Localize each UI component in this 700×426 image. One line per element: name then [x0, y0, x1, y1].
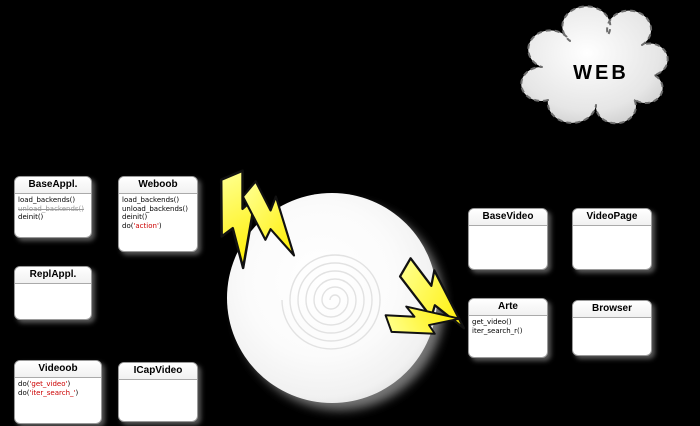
method-line: do('action') — [122, 221, 162, 230]
class-box-videoob: Videoob do('get_video') do('iter_search_… — [14, 360, 102, 424]
class-title-baseappl: BaseAppl. — [15, 177, 91, 194]
method-line: unload_backends() — [18, 204, 85, 213]
class-title-replappl: ReplAppl. — [15, 267, 91, 284]
class-title-basevideo: BaseVideo — [469, 209, 547, 226]
class-body-browser — [573, 318, 651, 322]
class-box-arte: Arte get_video() iter_search_r() — [468, 298, 548, 358]
vortex-circle — [227, 193, 437, 403]
class-body-videoob: do('get_video') do('iter_search_') — [15, 378, 101, 399]
class-box-browser: Browser — [572, 300, 652, 356]
method-line: load_backends() — [122, 196, 180, 204]
method-line: deinit() — [18, 213, 44, 221]
class-box-videopage: VideoPage — [572, 208, 652, 270]
class-body-videopage — [573, 226, 651, 230]
method-line: unload_backends() — [122, 204, 189, 213]
web-cloud-shape — [520, 5, 669, 125]
class-body-basevideo — [469, 226, 547, 230]
class-title-icapvideo: ICapVideo — [119, 363, 197, 380]
class-title-videoob: Videoob — [15, 361, 101, 378]
class-box-icapvideo: ICapVideo — [118, 362, 198, 422]
class-body-icapvideo — [119, 380, 197, 384]
class-title-browser: Browser — [573, 301, 651, 318]
class-title-videopage: VideoPage — [573, 209, 651, 226]
method-line: iter_search_r() — [472, 326, 523, 335]
class-body-weboob: load_backends() unload_backends() deinit… — [119, 194, 197, 232]
class-title-weboob: Weboob — [119, 177, 197, 194]
web-cloud-label: WEB — [573, 62, 629, 84]
class-title-arte: Arte — [469, 299, 547, 316]
class-body-arte: get_video() iter_search_r() — [469, 316, 547, 337]
class-box-basevideo: BaseVideo — [468, 208, 548, 270]
web-cloud — [520, 5, 669, 125]
vortex-spiral — [281, 254, 381, 350]
class-body-replappl — [15, 284, 91, 288]
method-line: do('iter_search_') — [18, 388, 79, 397]
method-line: deinit() — [122, 213, 148, 221]
class-box-replappl: ReplAppl. — [14, 266, 92, 320]
method-line: get_video() — [472, 318, 512, 326]
class-box-weboob: Weboob load_backends() unload_backends()… — [118, 176, 198, 252]
class-box-baseappl: BaseAppl. load_backends() unload_backend… — [14, 176, 92, 238]
method-line: do('get_video') — [18, 380, 71, 388]
method-line: load_backends() — [18, 196, 76, 204]
class-body-baseappl: load_backends() unload_backends() deinit… — [15, 194, 91, 224]
